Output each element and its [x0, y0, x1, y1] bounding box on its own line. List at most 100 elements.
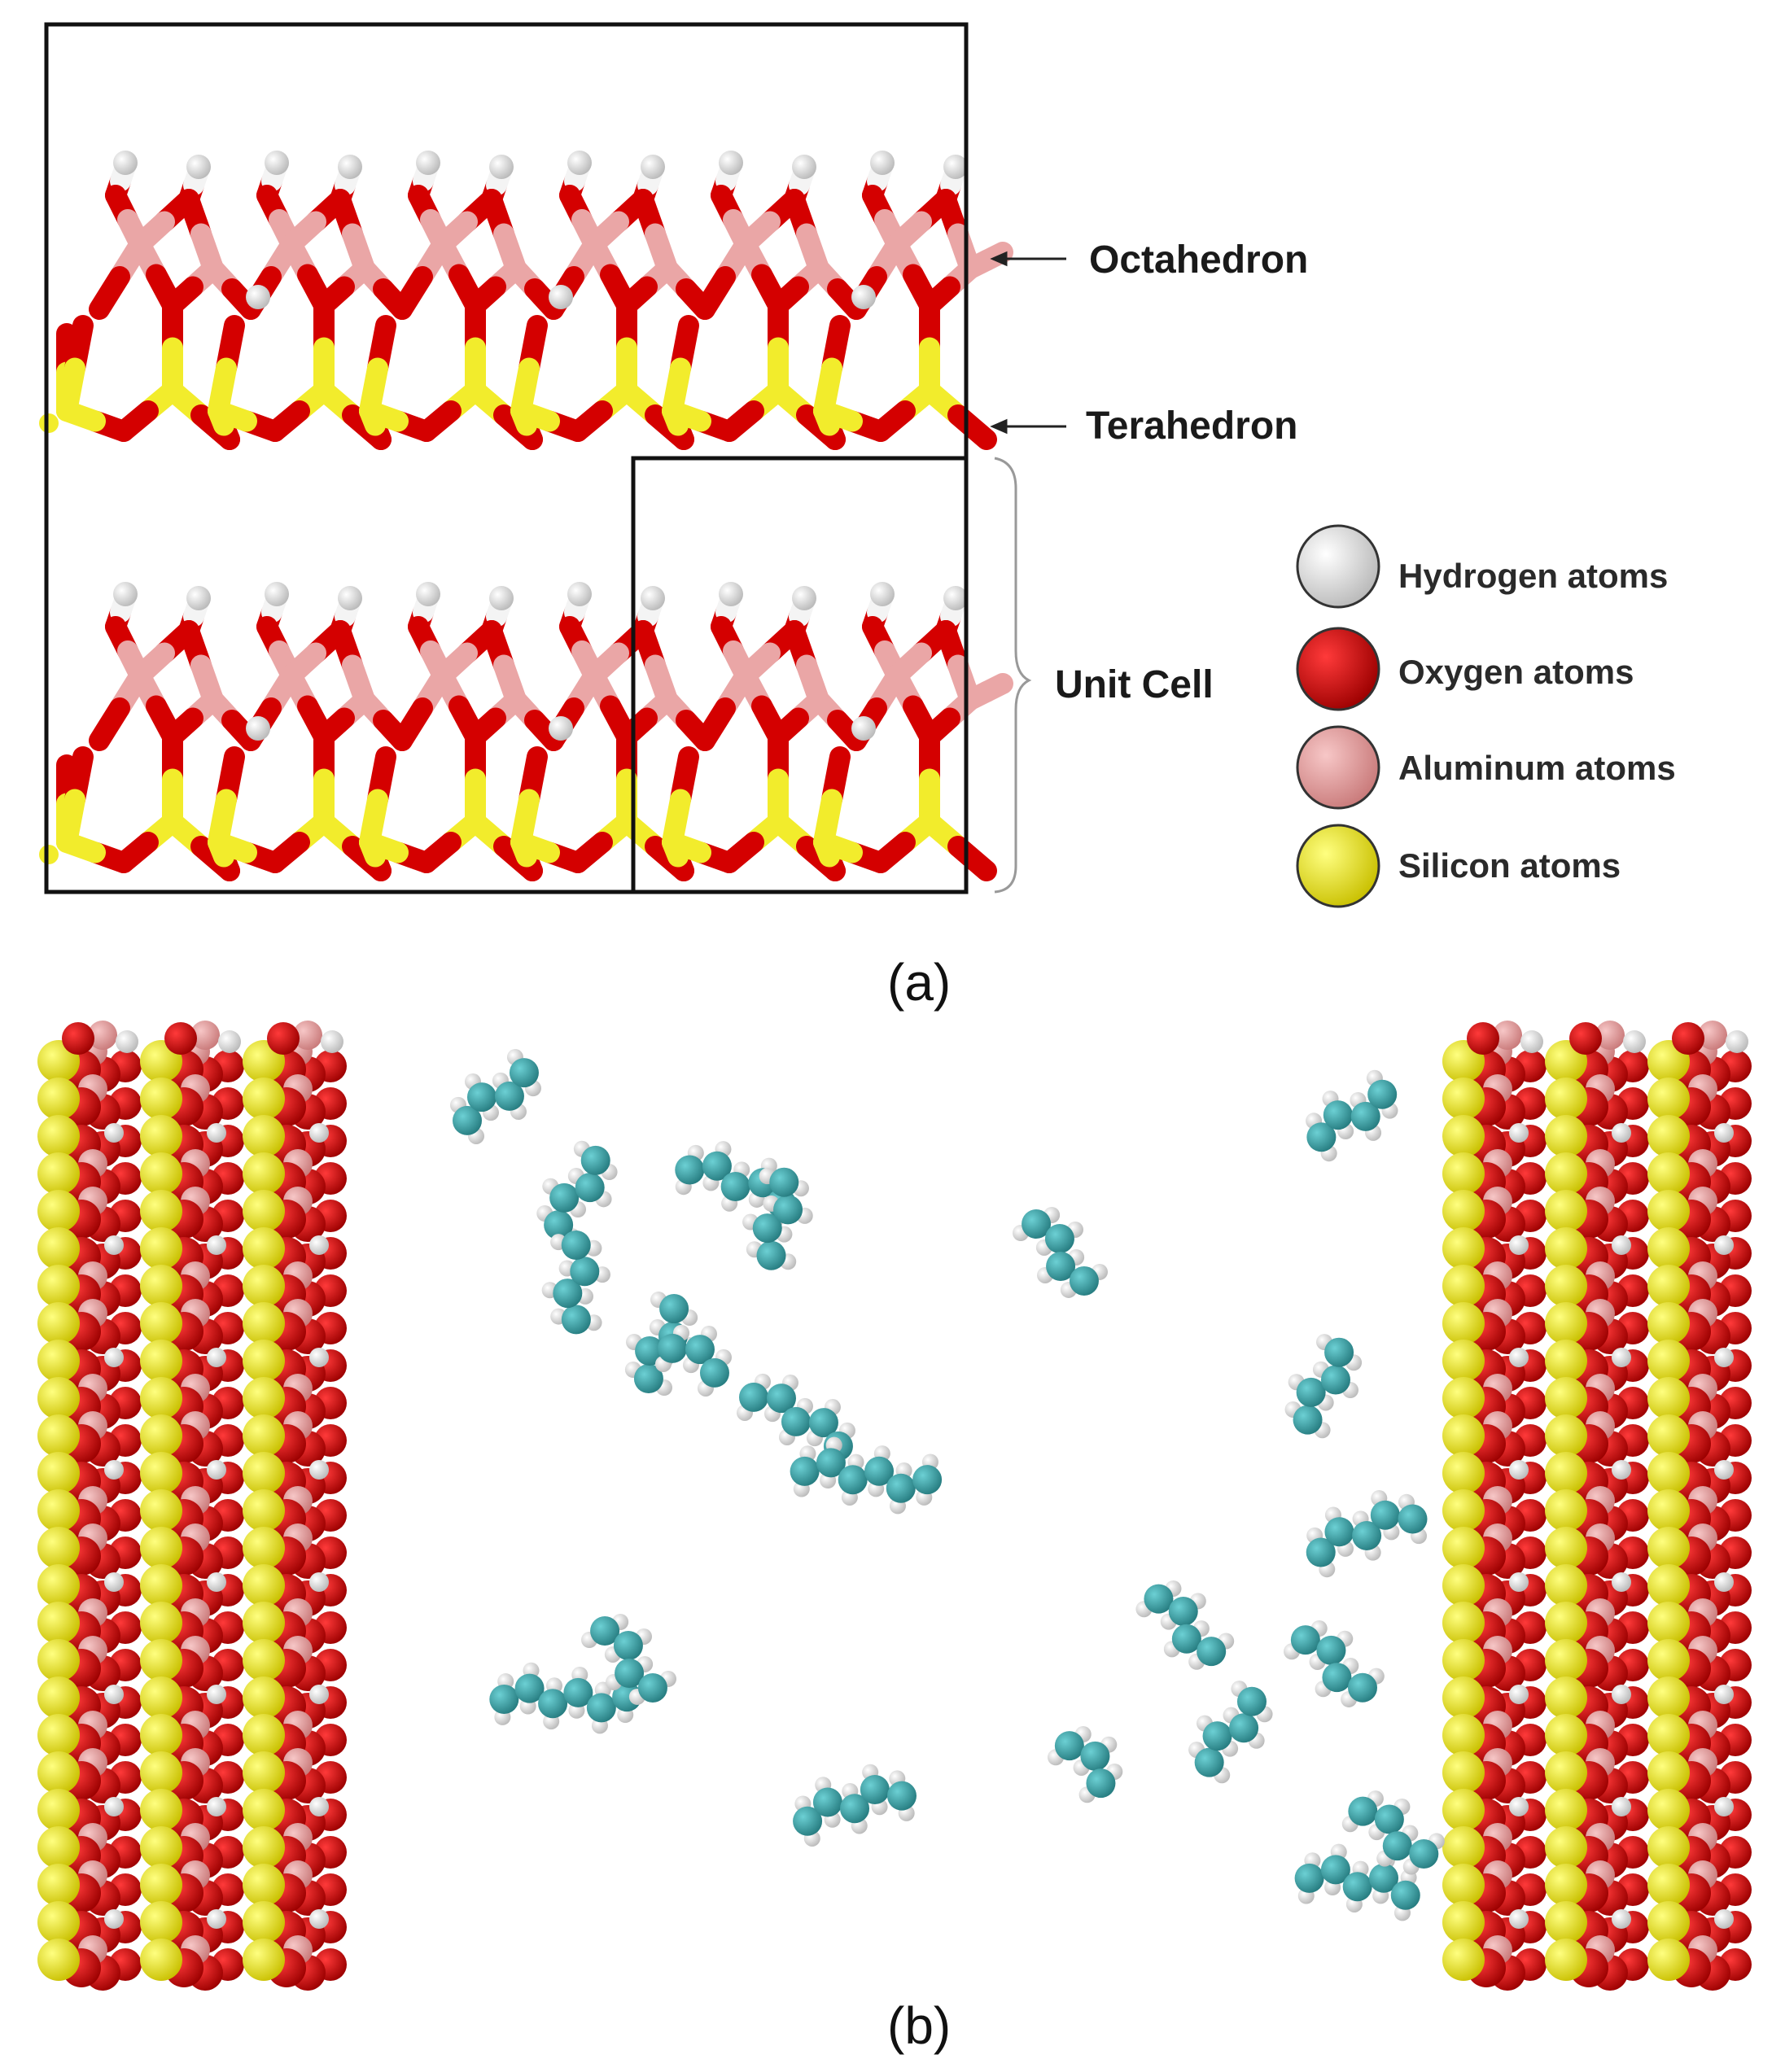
silicon-atom — [1442, 1227, 1485, 1270]
carbon-atom — [1044, 1223, 1074, 1253]
carbon-atom — [1347, 1672, 1377, 1703]
carbon-atom — [1367, 1079, 1398, 1109]
carbon-atom — [544, 1210, 574, 1240]
bond — [976, 242, 1013, 271]
bond — [947, 836, 997, 881]
legend-swatch-aluminum — [1296, 725, 1380, 810]
silicon-atom — [140, 1602, 182, 1644]
silicon-atom — [37, 1302, 80, 1344]
carbon-atom — [549, 1182, 580, 1213]
carbon-atom — [538, 1689, 568, 1719]
carbon-atom — [769, 1167, 799, 1197]
hydrogen-atom — [1612, 1460, 1631, 1480]
carbon-atom — [1306, 1537, 1336, 1567]
silicon-atom — [243, 1639, 285, 1681]
carbon-atom — [553, 1279, 583, 1309]
hydrogen-atom — [567, 582, 592, 606]
hydrogen-atom — [1714, 1123, 1734, 1143]
carbon-atom — [1352, 1520, 1382, 1550]
carbon-atom — [699, 1357, 729, 1388]
silicon-atom — [1647, 1414, 1690, 1457]
silicon-atom — [37, 1489, 80, 1532]
hydrogen-atom — [719, 151, 743, 175]
silicon-atom — [1647, 1602, 1690, 1644]
silicon-atom — [243, 1751, 285, 1794]
hydrogen-atom — [719, 582, 743, 606]
silicon-atom — [243, 1115, 285, 1157]
alkane-molecule — [541, 1230, 610, 1335]
hydrogen-atom — [1509, 1123, 1529, 1143]
hydrogen-atom — [1714, 1909, 1734, 1929]
carbon-atom — [1086, 1768, 1116, 1799]
bond — [208, 789, 237, 853]
silicon-atom — [140, 1676, 182, 1719]
carbon-atom — [1320, 1365, 1350, 1395]
silicon-atom — [1545, 1864, 1587, 1906]
silicon-atom — [1545, 1564, 1587, 1606]
legend-label-oxygen: Oxygen atoms — [1398, 653, 1634, 691]
carbon-atom — [563, 1677, 593, 1707]
carbon-atom — [1144, 1584, 1174, 1614]
silicon-atom — [140, 1377, 182, 1419]
hydrogen-atom — [1509, 1685, 1529, 1704]
silicon-atom — [1442, 1639, 1485, 1681]
unit-cell-brace — [994, 457, 1032, 894]
bond — [510, 789, 540, 853]
hydrogen-atom — [338, 155, 362, 179]
silicon-atom — [1442, 1939, 1485, 1981]
silicon-atom — [1545, 1265, 1587, 1307]
hydrogen-atom — [265, 151, 289, 175]
hydrogen-atom — [309, 1123, 329, 1143]
silicon-atom — [1647, 1939, 1690, 1981]
legend-label-aluminum: Aluminum atoms — [1398, 749, 1676, 787]
carbon-atom — [1316, 1635, 1346, 1665]
silicon-atom — [140, 1078, 182, 1120]
hydrogen-atom — [309, 1235, 329, 1255]
hydrogen-atom — [792, 586, 816, 610]
oxygen-atom — [164, 1022, 197, 1055]
hydrogen-atom — [309, 1348, 329, 1367]
hydrogen-atom — [104, 1797, 124, 1816]
silicon-atom — [37, 1714, 80, 1756]
silicon-atom — [1442, 1564, 1485, 1606]
carbon-atom — [808, 1408, 838, 1438]
bond — [56, 789, 85, 853]
carbon-atom — [1348, 1796, 1378, 1826]
alkane-molecule — [655, 1324, 732, 1397]
carbon-atom — [1324, 1517, 1354, 1547]
octahedron-label: Octahedron — [1089, 238, 1309, 282]
carbon-atom — [1374, 1804, 1404, 1834]
silicon-atom — [140, 1864, 182, 1906]
silicon-atom — [1545, 1639, 1587, 1681]
hydrogen-atom — [207, 1685, 226, 1704]
bond — [392, 697, 433, 751]
hydrogen-atom — [1612, 1348, 1631, 1367]
silicon-atom — [243, 1190, 285, 1232]
oxygen-atom — [267, 1022, 300, 1055]
silicon-atom — [1647, 1340, 1690, 1382]
alkane-molecule — [1306, 1069, 1398, 1162]
hydrogen-atom — [1509, 1797, 1529, 1816]
hydrogen-atom — [1612, 1123, 1631, 1143]
silicon-atom — [140, 1489, 182, 1532]
carbon-atom — [1350, 1101, 1380, 1131]
silicon-atom — [1647, 1452, 1690, 1494]
silicon-atom — [39, 845, 59, 864]
silicon-atom — [1647, 1152, 1690, 1195]
carbon-atom — [766, 1384, 796, 1414]
silicon-atom — [243, 1265, 285, 1307]
hydrogen-atom — [207, 1572, 226, 1592]
hydrogen-atom — [870, 151, 895, 175]
silicon-atom — [1545, 1489, 1587, 1532]
silicon-atom — [243, 1826, 285, 1869]
silicon-atom — [243, 1414, 285, 1457]
carbon-atom — [1168, 1596, 1198, 1626]
hydrogen-atom — [113, 151, 138, 175]
silicon-atom — [140, 1227, 182, 1270]
bond — [510, 357, 540, 422]
carbon-atom — [1229, 1713, 1259, 1743]
carbon-atom — [1171, 1624, 1201, 1654]
silicon-atom — [1442, 1527, 1485, 1569]
hydrogen-atom — [246, 285, 270, 309]
bond — [359, 789, 388, 853]
